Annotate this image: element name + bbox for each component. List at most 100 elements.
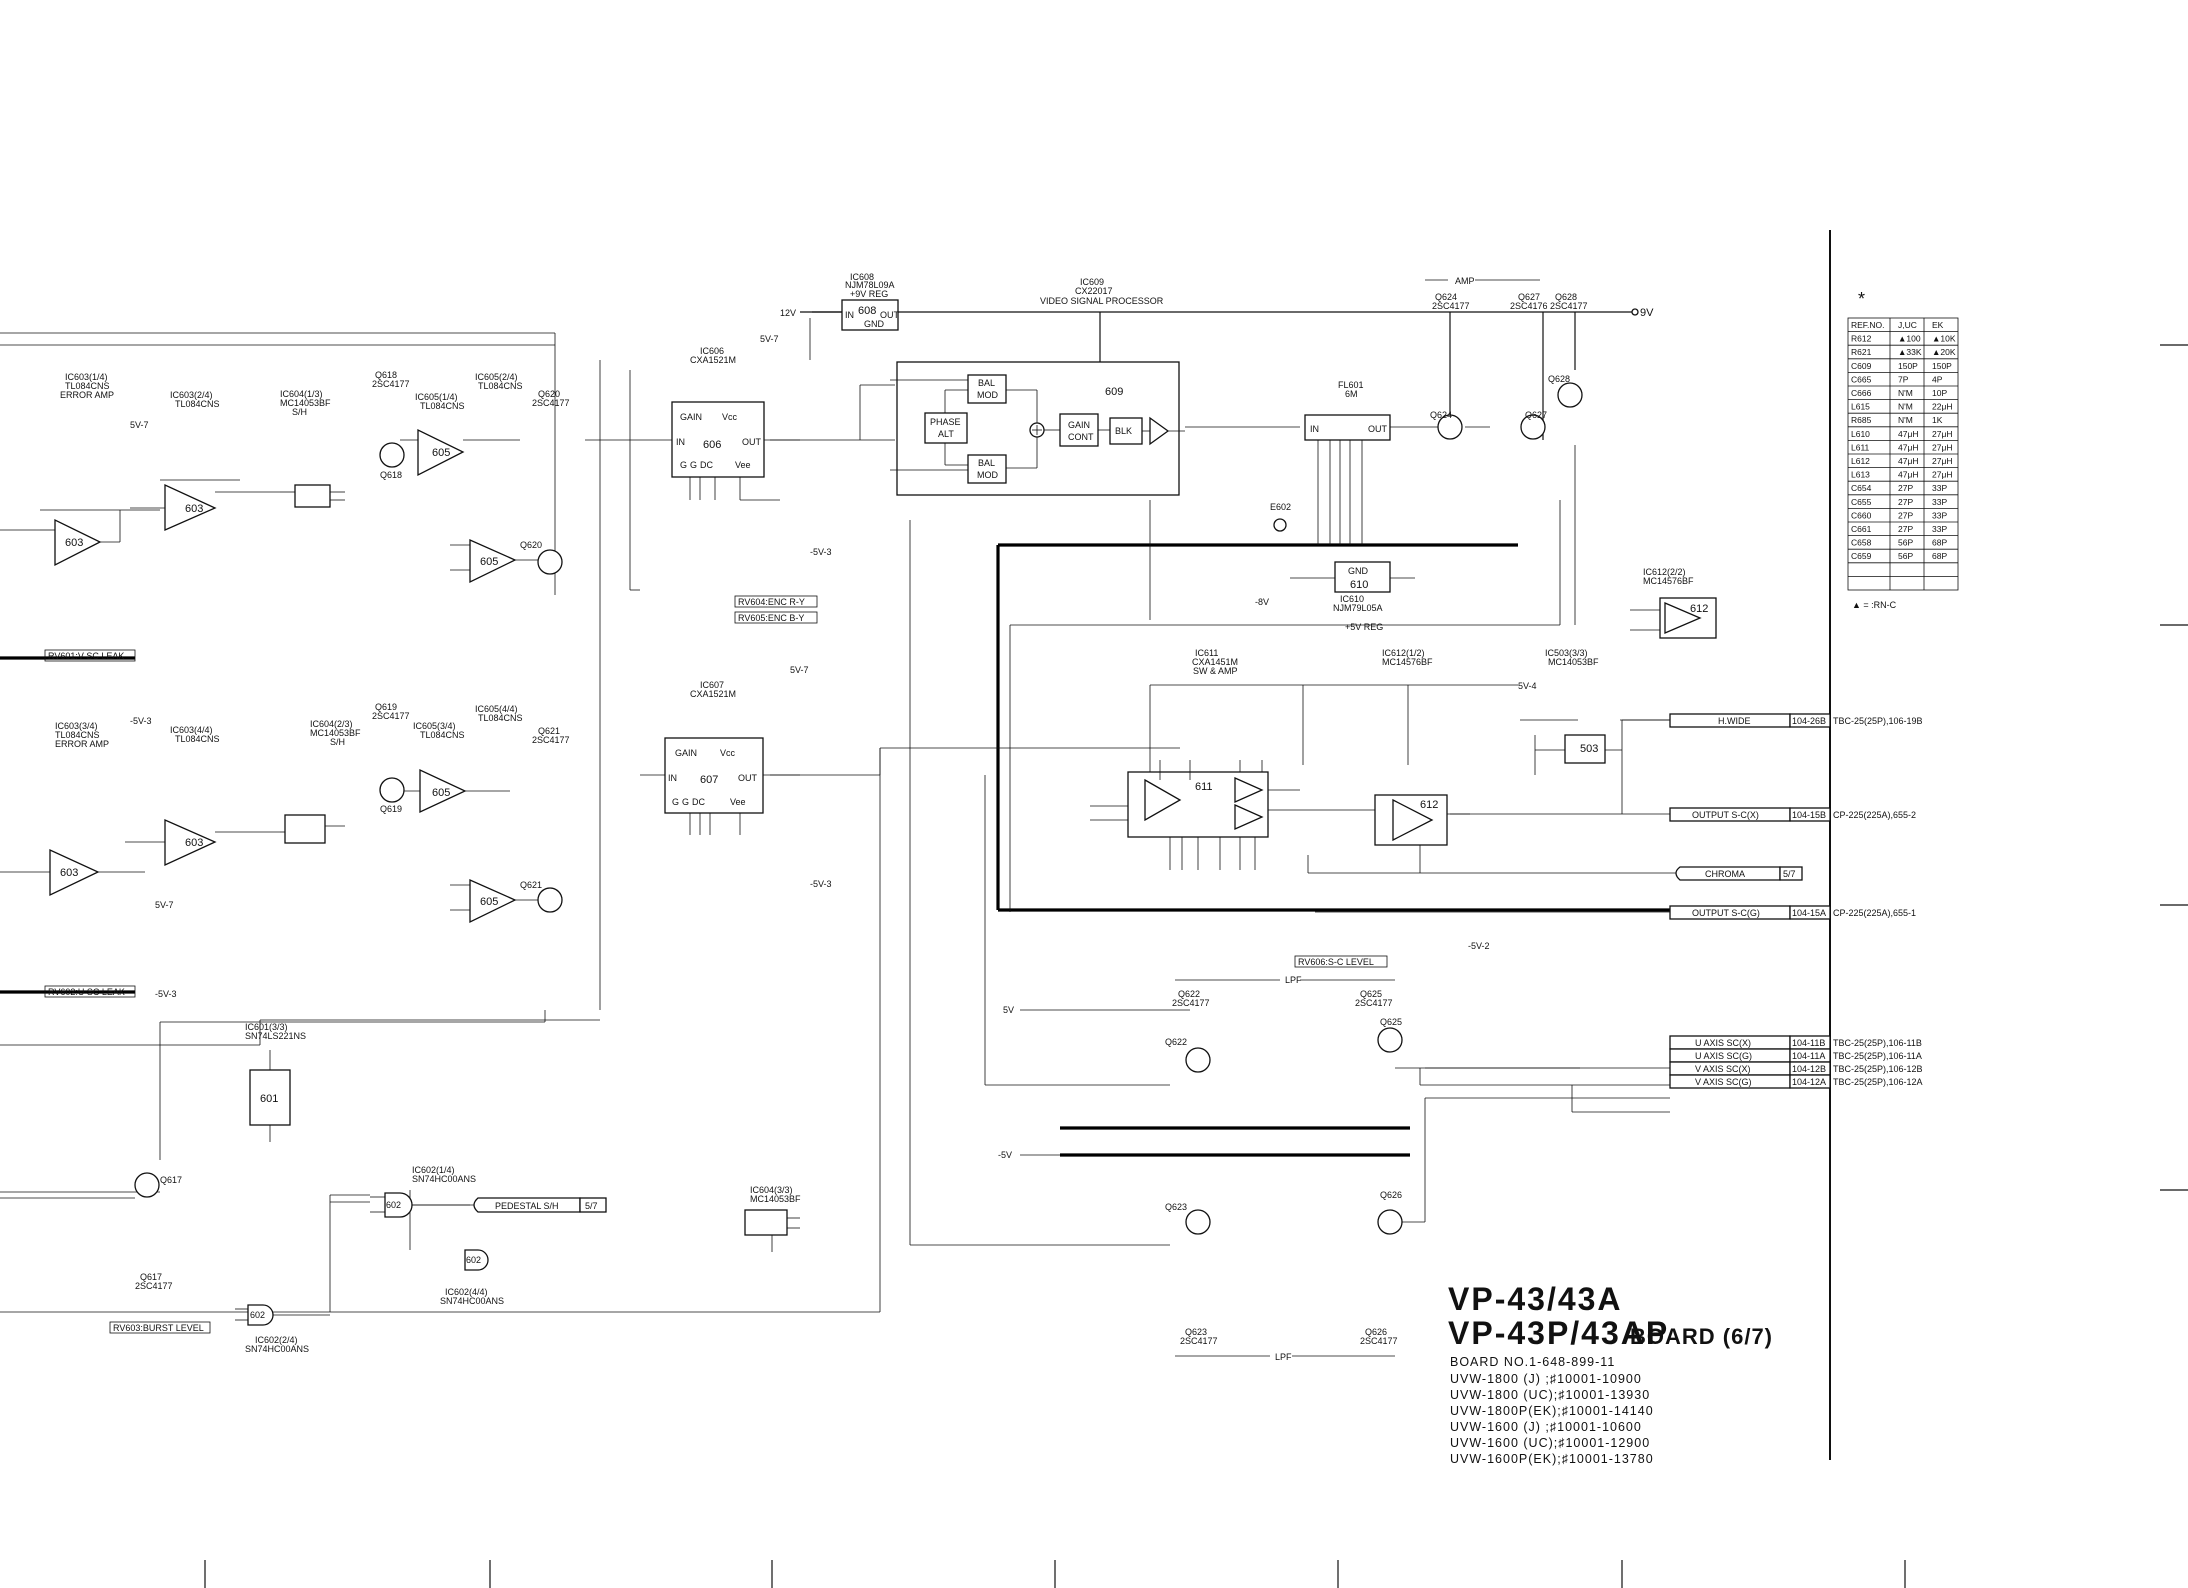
hwide-dest: TBC-25(25P),106-19B <box>1833 716 1923 726</box>
ic603d-number: 603 <box>185 837 203 849</box>
ic608-part: NJM78L09A <box>845 280 895 290</box>
table-cell: C666 <box>1851 388 1872 398</box>
transistor-q626: Q626 Q626 2SC4177 <box>1360 1190 1403 1346</box>
transistor-q621: Q621 2SC4177 Q621 <box>520 726 570 913</box>
transistor-q622: Q622 2SC4177 Q622 <box>1165 989 1211 1073</box>
ic605d-number: 605 <box>480 896 498 908</box>
output-scx-dest: CP-225(225A),655-2 <box>1833 810 1916 820</box>
vaxis-g-label: V AXIS SC(G) <box>1695 1077 1752 1087</box>
table-cell: 68P <box>1932 538 1947 548</box>
q626-ref: Q626 <box>1365 1327 1387 1337</box>
vaxis-g-dest: TBC-25(25P),106-12A <box>1833 1077 1923 1087</box>
table-cell: 7P <box>1898 374 1909 384</box>
ic603c-ref: IC603(3/4) <box>55 721 98 731</box>
ic611-number: 611 <box>1195 781 1213 793</box>
rv603-label: RV603:BURST LEVEL <box>113 1323 204 1333</box>
connector-uaxis-g: U AXIS SC(G) 104-11A TBC-25(25P),106-11A <box>1669 1048 1922 1063</box>
fl601-part: 6M <box>1345 389 1358 399</box>
ic601-ref: IC601(3/3) <box>245 1022 288 1032</box>
table-cell: 27μH <box>1932 442 1953 452</box>
ic608-number: 608 <box>858 305 876 317</box>
ic-605d: IC605(4/4) TL084CNS 605 <box>450 704 540 924</box>
vaxis-g-ref: 104-12A <box>1792 1077 1826 1087</box>
ic603c-desc: ERROR AMP <box>55 739 109 749</box>
q620-ref: Q620 <box>538 389 560 399</box>
ic607-pin-label: DC <box>692 797 705 807</box>
adjustment-labels: RV601:V SC LEAK RV602:U SC LEAK RV603:BU… <box>44 595 1388 1334</box>
output-scx-ref: 104-15B <box>1792 810 1826 820</box>
vaxis-x-label: V AXIS SC(X) <box>1695 1064 1751 1074</box>
table-cell: 56P <box>1898 538 1913 548</box>
ic611-ref: IC611 <box>1195 648 1218 658</box>
ic503-part: MC14053BF <box>1548 657 1599 667</box>
rail-5v7: 5V-7 <box>790 665 809 675</box>
vaxis-x-ref: 104-12B <box>1792 1064 1826 1074</box>
table-cell: L612 <box>1851 456 1870 466</box>
ic602b-part: SN74HC00ANS <box>245 1344 309 1354</box>
rail-5v4: 5V-4 <box>1518 681 1537 691</box>
ic-611: IC611 CXA1451M SW & AMP 611 <box>1090 648 1300 870</box>
ic-612b: IC612(2/2) MC14576BF 612 <box>1630 567 1717 639</box>
q624-ref: Q624 <box>1430 410 1452 420</box>
table-cell: C661 <box>1851 524 1872 534</box>
e602-label: E602 <box>1270 502 1291 512</box>
ic607-part: CXA1521M <box>690 689 736 699</box>
vaxis-x-dest: TBC-25(25P),106-12B <box>1833 1064 1923 1074</box>
ic608-desc: +9V REG <box>850 289 888 299</box>
ic608-pin-label: IN <box>845 310 854 320</box>
transistors: Q618 2SC4177 Q618 Q619 2SC4177 Q619 Q620… <box>134 292 1588 1346</box>
ic610-pin-label: GND <box>1348 566 1369 576</box>
model-title-2: VP-43P/43AP <box>1448 1315 1669 1351</box>
ic607-pin-label: G <box>682 797 689 807</box>
ic603b-number: 603 <box>185 503 203 515</box>
ic602b-number: 602 <box>250 1310 265 1320</box>
ic603a-number: 603 <box>65 537 83 549</box>
rail-m5v3: -5V-3 <box>155 989 177 999</box>
wires <box>0 311 1800 1313</box>
bal-mod-block: MOD <box>977 470 998 480</box>
table-cell: 150P <box>1898 361 1918 371</box>
table-header-cell: EK <box>1932 320 1944 330</box>
ic608-ref: IC608 <box>850 272 874 282</box>
connector-pedestal: PEDESTAL S/H 5/7 <box>412 1197 607 1213</box>
phase-alt-block: PHASE <box>930 417 961 427</box>
transistor-q623: Q623 Q623 2SC4177 <box>1165 1202 1218 1346</box>
title-block: VP-43/43A VP-43P/43AP BOARD (6/7) BOARD … <box>1448 1281 1772 1466</box>
ic609-ref: IC609 <box>1080 277 1104 287</box>
rail-9v: 9V <box>1640 307 1654 319</box>
q622-ref: Q622 <box>1178 989 1200 999</box>
rail-m5v3: -5V-3 <box>810 547 832 557</box>
serial-line: UVW-1600 (J) ;♯10001-10600 <box>1450 1420 1642 1434</box>
uaxis-x-label: U AXIS SC(X) <box>1695 1038 1751 1048</box>
ic-605b: IC605(2/4) TL084CNS 605 <box>450 372 540 584</box>
ic606-pin-label: G <box>690 460 697 470</box>
ic603b-ref: IC603(2/4) <box>170 390 213 400</box>
table-cell: ▲100 <box>1898 334 1921 344</box>
chroma-label: CHROMA <box>1705 869 1745 879</box>
table-cell: 22μH <box>1932 402 1953 412</box>
ic610-ref: IC610 <box>1340 594 1364 604</box>
table-cell: 4P <box>1932 374 1943 384</box>
phase-alt-block: ALT <box>938 429 954 439</box>
ic607-pin-label: IN <box>668 773 677 783</box>
q617-part: 2SC4177 <box>135 1281 173 1291</box>
ic-604b: IC604(2/3) MC14053BF S/H <box>280 719 361 844</box>
q621-ref: Q621 <box>538 726 560 736</box>
q628-ref: Q628 <box>1548 374 1570 384</box>
ic503-number: 503 <box>1580 743 1598 755</box>
model-title-1: VP-43/43A <box>1448 1281 1623 1317</box>
table-cell: C659 <box>1851 551 1872 561</box>
ic602a-number: 602 <box>386 1200 401 1210</box>
transistor-q627: Q627 2SC4176 Q627 <box>1510 292 1548 440</box>
q618-ref: Q618 <box>375 370 397 380</box>
table-cell: 27μH <box>1932 456 1953 466</box>
blk-block: BLK <box>1115 426 1132 436</box>
rv601-label: RV601:V SC LEAK <box>48 651 124 661</box>
ic606-pin-label: OUT <box>742 437 762 447</box>
table-cell: C665 <box>1851 374 1872 384</box>
q617-ref: Q617 <box>160 1175 182 1185</box>
q618-ref: Q618 <box>380 470 402 480</box>
table-header-cell: REF.NO. <box>1851 320 1885 330</box>
connector-chroma: CHROMA 5/7 <box>1675 866 1803 881</box>
table-cell: C658 <box>1851 538 1872 548</box>
